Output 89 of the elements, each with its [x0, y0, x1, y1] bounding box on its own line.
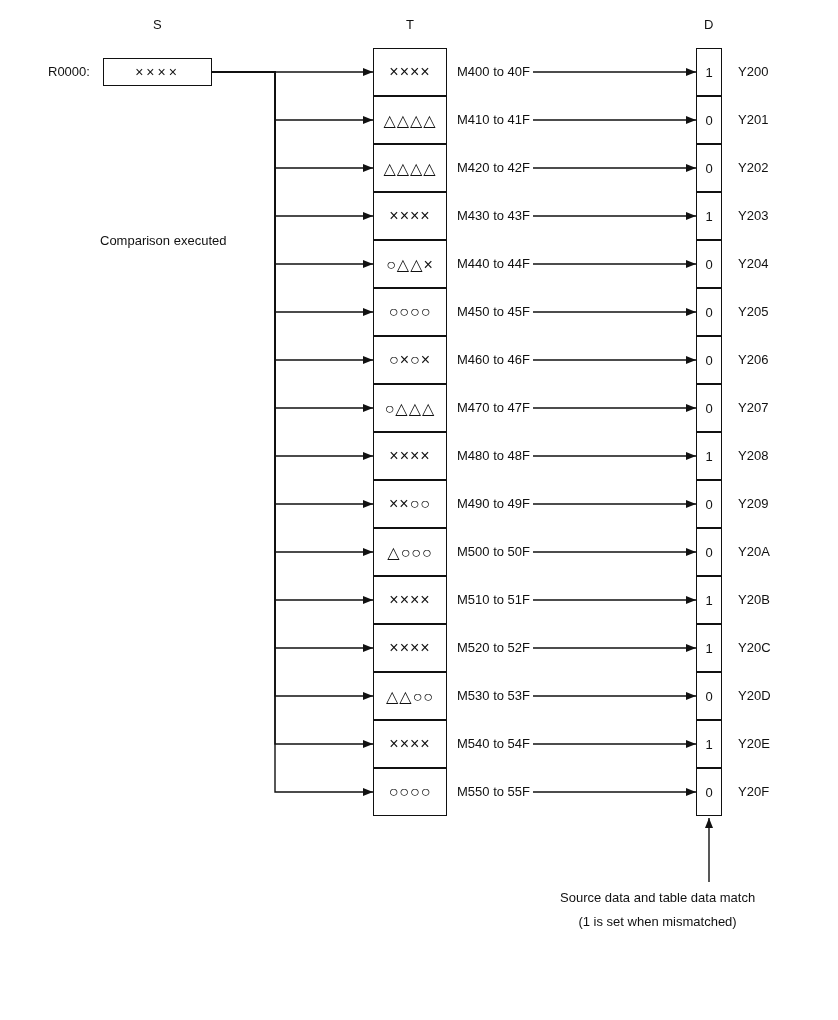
table-data-box: ○×○× [373, 336, 447, 384]
result-bit-box: 1 [696, 432, 722, 480]
result-bit-box: 0 [696, 672, 722, 720]
arrow [532, 68, 697, 76]
arrow [532, 260, 697, 268]
table-data-box: ×××× [373, 48, 447, 96]
table-data-box: △△△△ [373, 144, 447, 192]
arrow [532, 404, 697, 412]
result-bit-box: 1 [696, 720, 722, 768]
result-bit-box: 0 [696, 480, 722, 528]
table-data-box: △△○○ [373, 672, 447, 720]
memory-range-label: M410 to 41F [457, 110, 530, 130]
output-label: Y20F [738, 783, 770, 801]
table-data-box: ×××× [373, 432, 447, 480]
memory-range-label: M480 to 48F [457, 446, 530, 466]
arrow [532, 596, 697, 604]
table-data-box: △○○○ [373, 528, 447, 576]
memory-range-label: M430 to 43F [457, 206, 530, 226]
arrow [532, 500, 697, 508]
arrow [532, 740, 697, 748]
result-bit-box: 0 [696, 768, 722, 816]
comparison-note: Comparison executed [100, 232, 227, 250]
table-data-box: ××○○ [373, 480, 447, 528]
result-bit-box: 1 [696, 624, 722, 672]
output-label: Y201 [738, 111, 769, 129]
arrow [532, 692, 697, 700]
table-data-box: △△△△ [373, 96, 447, 144]
memory-range-label: M400 to 40F [457, 62, 530, 82]
output-label: Y203 [738, 207, 769, 225]
output-label: Y202 [738, 159, 769, 177]
memory-range-label: M470 to 47F [457, 398, 530, 418]
output-label: Y208 [738, 447, 769, 465]
arrow [705, 817, 713, 883]
result-bit-box: 0 [696, 336, 722, 384]
arrow [532, 548, 697, 556]
result-bit-box: 0 [696, 528, 722, 576]
memory-range-label: M460 to 46F [457, 350, 530, 370]
column-heading: T [406, 16, 414, 34]
memory-range-label: M540 to 54F [457, 734, 530, 754]
arrow [532, 452, 697, 460]
output-label: Y206 [738, 351, 769, 369]
arrow [532, 164, 697, 172]
output-label: Y204 [738, 255, 769, 273]
result-bit-box: 0 [696, 384, 722, 432]
result-bit-box: 0 [696, 96, 722, 144]
memory-range-label: M550 to 55F [457, 782, 530, 802]
table-data-box: ○○○○ [373, 288, 447, 336]
column-heading: S [153, 16, 162, 34]
register-label: R0000: [48, 63, 90, 81]
memory-range-label: M510 to 51F [457, 590, 530, 610]
output-label: Y205 [738, 303, 769, 321]
note-text: Source data and table data match [560, 889, 756, 907]
memory-range-label: M490 to 49F [457, 494, 530, 514]
output-label: Y200 [738, 63, 769, 81]
memory-range-label: M500 to 50F [457, 542, 530, 562]
result-bit-box: 1 [696, 576, 722, 624]
arrow [532, 116, 697, 124]
result-bit-box: 0 [696, 288, 722, 336]
table-data-box: ○△△△ [373, 384, 447, 432]
result-bit-box: 1 [696, 48, 722, 96]
arrow [532, 644, 697, 652]
table-data-box: ×××× [373, 624, 447, 672]
note-text: (1 is set when mismatched) [578, 913, 737, 931]
result-bit-box: 0 [696, 240, 722, 288]
arrow [532, 788, 697, 796]
memory-range-label: M530 to 53F [457, 686, 530, 706]
table-data-box: ×××× [373, 720, 447, 768]
source-data-box: ×××× [103, 58, 212, 86]
result-bit-box: 0 [696, 144, 722, 192]
memory-range-label: M520 to 52F [457, 638, 530, 658]
memory-range-label: M420 to 42F [457, 158, 530, 178]
output-label: Y20B [738, 591, 770, 609]
output-label: Y20A [738, 543, 770, 561]
memory-range-label: M450 to 45F [457, 302, 530, 322]
table-data-box: ×××× [373, 192, 447, 240]
arrow [532, 212, 697, 220]
output-label: Y20C [738, 639, 771, 657]
column-heading: D [704, 16, 714, 34]
arrow [532, 308, 697, 316]
arrow [532, 356, 697, 364]
table-data-box: ×××× [373, 576, 447, 624]
table-data-box: ○△△× [373, 240, 447, 288]
memory-range-label: M440 to 44F [457, 254, 530, 274]
table-data-box: ○○○○ [373, 768, 447, 816]
output-label: Y20E [738, 735, 770, 753]
output-label: Y209 [738, 495, 769, 513]
result-bit-box: 1 [696, 192, 722, 240]
output-label: Y207 [738, 399, 769, 417]
output-label: Y20D [738, 687, 771, 705]
